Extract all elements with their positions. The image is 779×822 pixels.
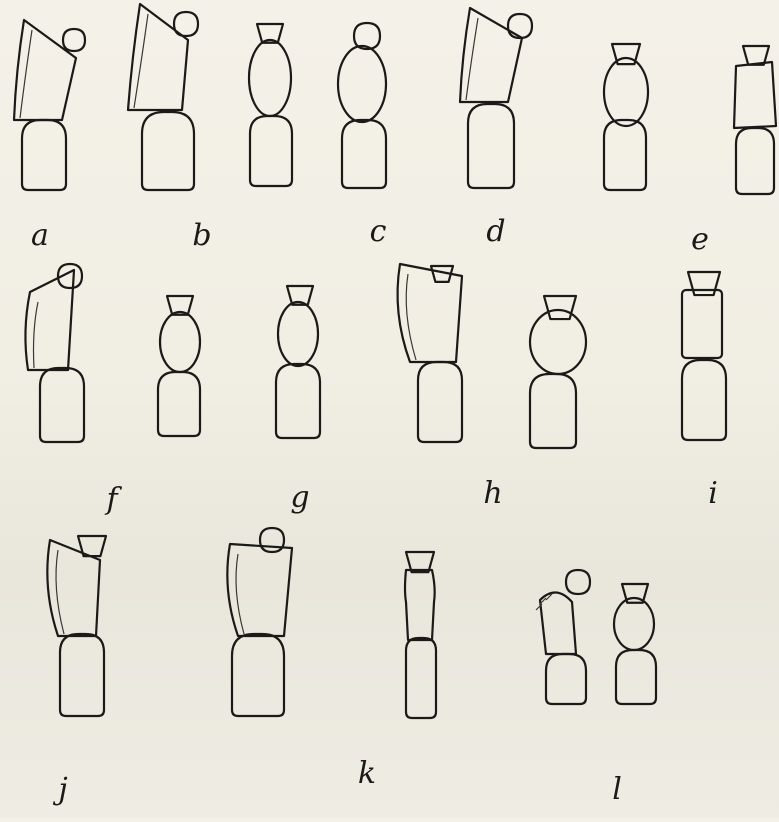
segment-q-basal <box>546 654 586 704</box>
segment-g-basal <box>736 128 774 194</box>
segment-r-basal <box>616 650 656 704</box>
segment-o-basal <box>232 634 284 716</box>
segment-j-basal <box>276 364 320 438</box>
segment-a-tip <box>63 29 85 51</box>
segment-k-basal <box>418 362 462 442</box>
label-b: b <box>192 221 211 251</box>
segment-q-tip <box>566 570 590 594</box>
segment-p-basal <box>406 638 436 718</box>
segment-r-mid <box>614 598 654 650</box>
segment-q-expanded <box>540 592 576 654</box>
segment-o-expanded-inner-line <box>236 554 244 634</box>
segment-f-mid <box>604 58 648 126</box>
segment-n-expanded <box>47 540 100 636</box>
segment-b-basal <box>142 112 194 190</box>
segment-d-mid <box>338 46 386 122</box>
segment-n-expanded-inner-line <box>56 550 64 634</box>
label-a: a <box>31 221 49 251</box>
segment-p-mid <box>405 570 435 640</box>
segment-b-expanded <box>128 4 188 110</box>
label-l: l <box>612 775 622 805</box>
segment-h-expanded <box>25 270 74 370</box>
segment-o-tip <box>260 528 284 552</box>
label-c: c <box>370 217 387 247</box>
segment-m-tip <box>688 272 720 295</box>
segment-a-expanded <box>14 20 76 120</box>
label-d: d <box>486 217 505 247</box>
segment-g-mid <box>734 62 776 128</box>
segment-b-tip <box>174 12 198 36</box>
segment-k-tip <box>431 266 453 282</box>
segment-e-tip <box>508 14 532 38</box>
label-f: f <box>106 485 117 515</box>
segment-e-expanded-inner-line <box>466 18 478 100</box>
segment-h-expanded-inner-line <box>34 302 39 368</box>
segment-n-basal <box>60 634 104 716</box>
segment-m-mid <box>682 290 722 358</box>
segment-m-basal <box>682 360 726 440</box>
segment-d-tip <box>354 23 380 49</box>
segment-n-tip <box>78 536 106 556</box>
segment-e-basal <box>468 104 514 188</box>
segment-a-basal <box>22 120 66 190</box>
segment-e-expanded <box>460 8 522 102</box>
segment-a-expanded-inner-line <box>20 30 32 118</box>
segment-f-basal <box>604 120 646 190</box>
segment-l-tip <box>544 296 576 319</box>
label-h: h <box>483 479 502 509</box>
segment-j-mid <box>278 302 318 366</box>
segment-l-basal <box>530 374 576 448</box>
label-g: g <box>290 483 309 513</box>
segment-c-basal <box>250 116 292 186</box>
segment-k-expanded-inner-line <box>406 274 416 360</box>
segment-d-basal <box>342 120 386 188</box>
segment-i-mid <box>160 312 200 372</box>
label-i: i <box>708 479 718 509</box>
label-k: k <box>358 759 376 789</box>
segment-i-basal <box>158 372 200 436</box>
segment-c-mid <box>249 40 291 116</box>
label-j: j <box>58 775 67 805</box>
label-e: e <box>691 225 709 255</box>
segment-h-basal <box>40 368 84 442</box>
